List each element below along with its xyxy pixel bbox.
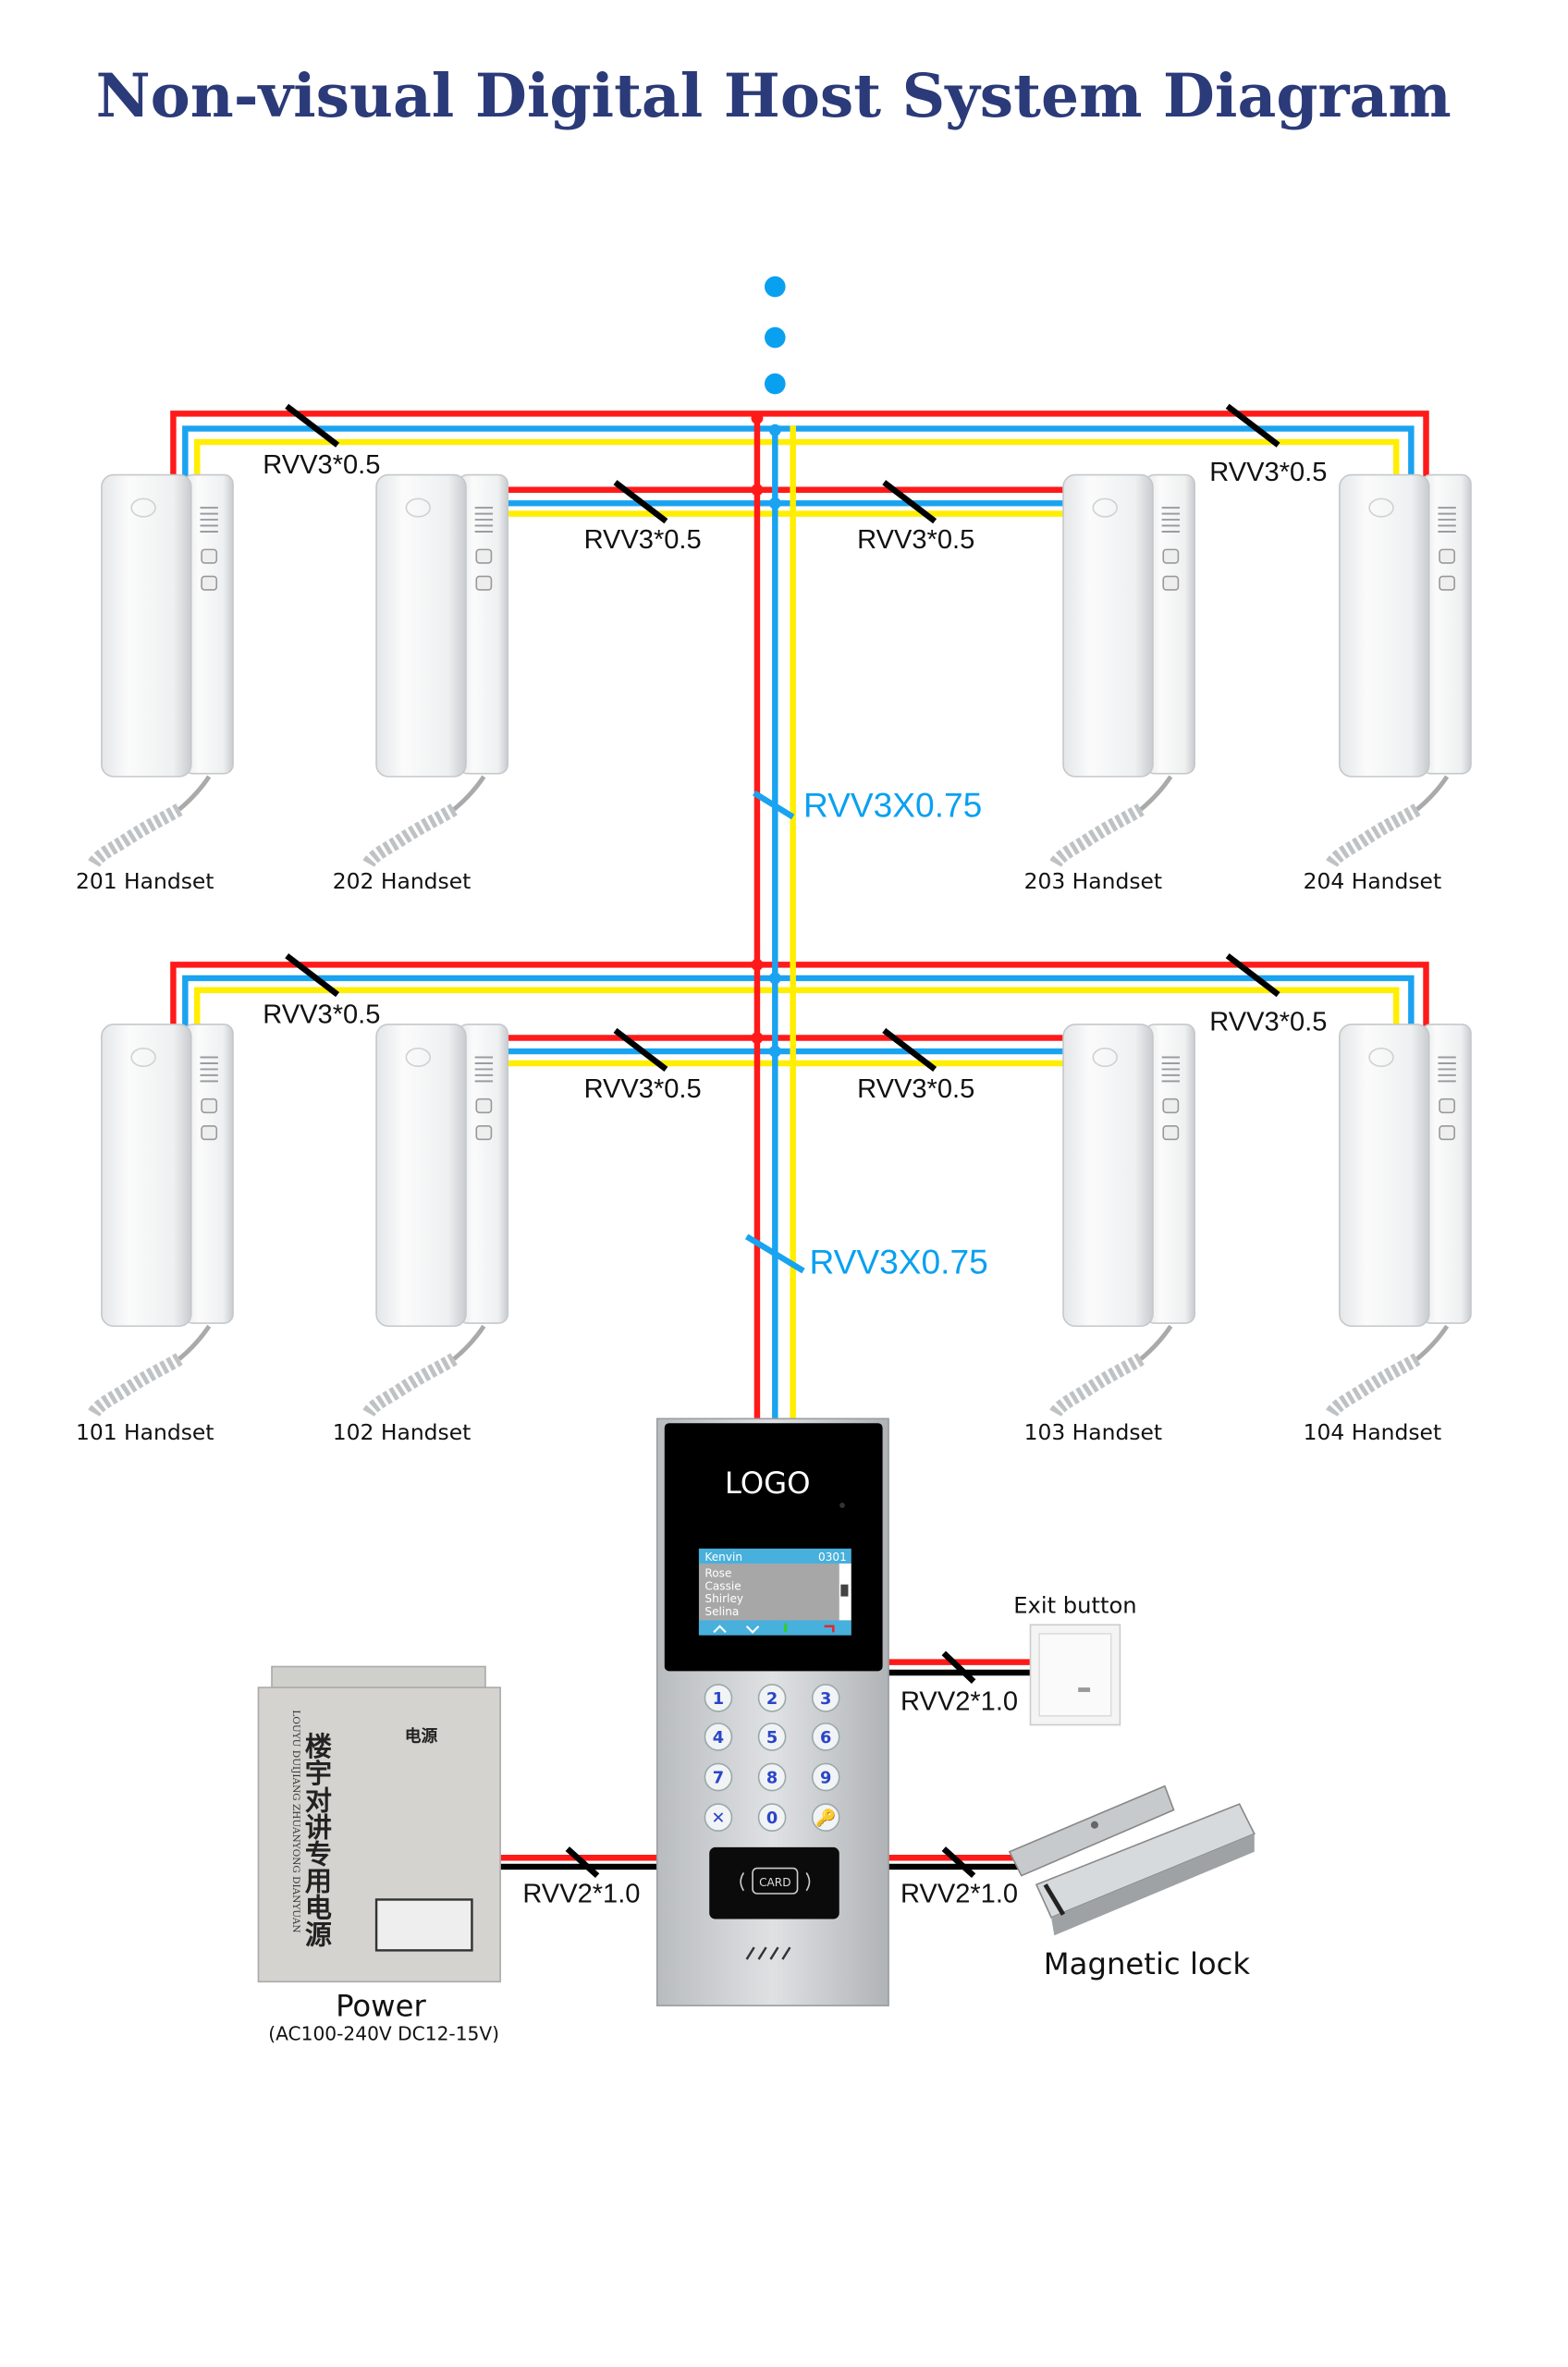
handset-203-icon [1054,475,1194,866]
handset-201-icon [92,475,233,866]
handset-label: 201 Handset [76,868,214,894]
cable-markers [285,403,1280,1879]
screen-list-item: Rose [704,1567,731,1580]
power-box-pinyin: LOUYU DUIJIANG ZHUANYONG DIANYUAN [290,1710,301,1932]
handset-202-icon [367,475,508,866]
trunk-cable-label: RVV3X0.75 [803,785,982,824]
screen-list-item: Shirley [704,1592,743,1605]
handset-102-icon [367,1024,508,1416]
cable-label: RVV3*0.5 [263,450,380,480]
exit-button-label: Exit button [1013,1592,1136,1618]
cable-label: RVV3*0.5 [584,525,702,555]
handset-label: 101 Handset [76,1419,214,1445]
key-6[interactable]: 6 [820,1729,831,1748]
handset-104-icon [1330,1024,1471,1416]
trunk-cable-label: RVV3X0.75 [809,1243,987,1282]
cable-label: RVV3*0.5 [584,1074,702,1104]
handset-label: 204 Handset [1304,868,1442,894]
exit-button-device [1029,1624,1121,1726]
screen-header-name: Kenvin [704,1551,742,1564]
handset-label: 102 Handset [333,1419,472,1445]
upper-floor-wiring [170,411,1429,517]
magnetic-lock-label: Magnetic lock [1044,1946,1251,1981]
key-7[interactable]: 7 [713,1769,724,1787]
cable-label: RVV3*0.5 [1209,1007,1327,1036]
handset-103-icon [1054,1024,1194,1416]
lower-floor-wiring [170,962,1429,1067]
card-label: CARD [759,1876,790,1889]
key-0[interactable]: 0 [766,1809,778,1828]
key-5[interactable]: 5 [766,1729,778,1748]
handset-label: 203 Handset [1024,868,1163,894]
speaker-grille-icon [745,1946,791,1960]
key-9[interactable]: 9 [820,1769,831,1787]
exit-cable-label: RVV2*1.0 [900,1686,1018,1716]
door-station-logo: LOGO [725,1466,811,1501]
door-station: LOGO Kenvin 0301 Rose Cassie Shirley Sel… [655,1417,889,2006]
cable-label: RVV3*0.5 [263,1000,380,1029]
handset-label: 202 Handset [333,868,472,894]
screen-list-item: Cassie [704,1579,741,1592]
power-box-badge: 电源 [405,1725,438,1746]
screen-header-code: 0301 [818,1551,847,1564]
key-3[interactable]: 3 [820,1690,831,1709]
lock-cable-label: RVV2*1.0 [900,1880,1018,1909]
power-spec: (AC100-240V DC12-15V) [268,2022,499,2044]
handset-204-icon [1330,475,1471,866]
trunk-wiring [753,413,796,1422]
diagram-title: Non-visual Digital Host System Diagram [96,61,1452,131]
keypad: 1 2 3 4 5 6 7 8 9 ✕ 0 🔑 [704,1684,840,1832]
key-cancel[interactable]: ✕ [711,1809,725,1828]
key-2[interactable]: 2 [766,1690,778,1709]
door-station-screen: Kenvin 0301 Rose Cassie Shirley Selina [698,1548,851,1636]
cable-label: RVV3*0.5 [1209,458,1327,487]
power-cable-label: RVV2*1.0 [522,1880,640,1909]
handset-label: 103 Handset [1024,1419,1163,1445]
screen-list-item: Selina [704,1605,739,1618]
power-supply: 楼宇对讲专用电源 LOUYU DUIJIANG ZHUANYONG DIANYU… [257,1665,501,1983]
continuation-dots-icon [765,276,786,395]
power-label: Power [336,1988,426,2023]
magnetic-lock-device [1008,1784,1256,1936]
key-unlock[interactable]: 🔑 [815,1808,836,1828]
power-box-text: 楼宇对讲专用电源 [300,1732,332,1947]
handset-label: 104 Handset [1304,1419,1442,1445]
key-4[interactable]: 4 [713,1729,724,1748]
card-reader: CARD [709,1846,839,1919]
key-8[interactable]: 8 [766,1769,778,1787]
cable-label: RVV3*0.5 [857,525,974,555]
cable-label: RVV3*0.5 [857,1074,974,1104]
key-1[interactable]: 1 [713,1690,724,1709]
handset-101-icon [92,1024,233,1416]
